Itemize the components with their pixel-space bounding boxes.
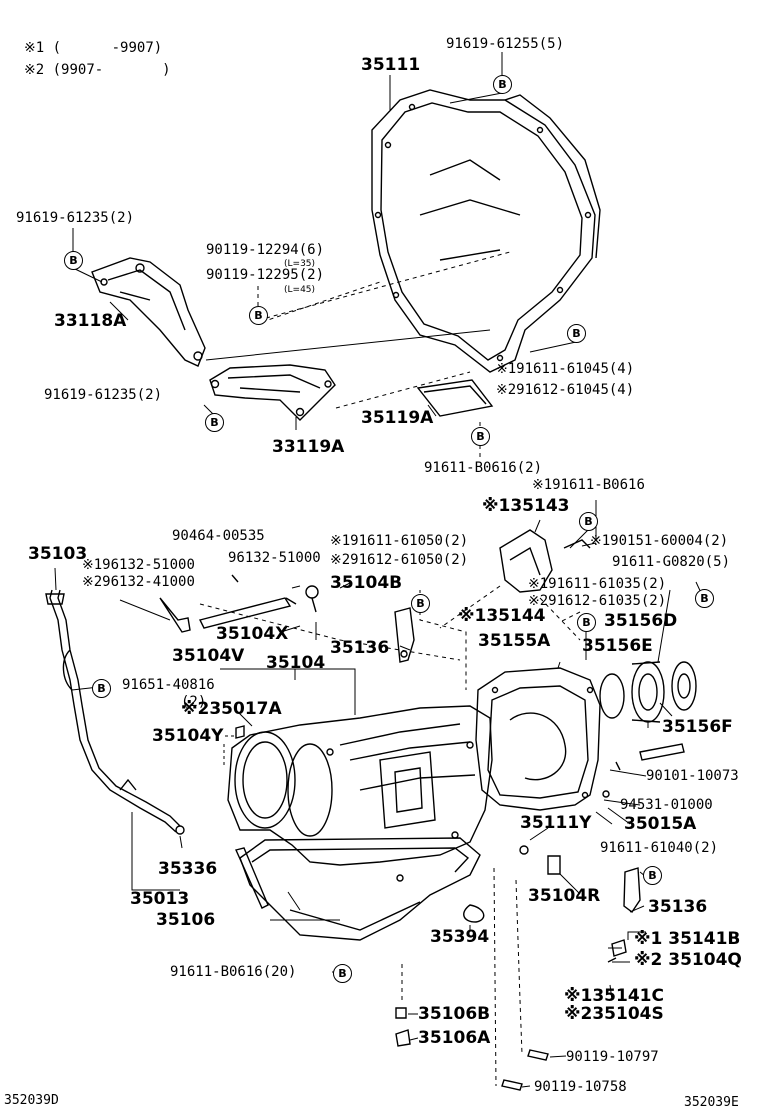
part-label: ※196132-51000 [82,557,195,573]
bolt-symbol-icon: B [64,251,83,270]
bracket-33119a-drawing [209,364,336,421]
part-label: 35106 [156,910,216,930]
part-label: ※235104S [564,1004,664,1024]
diagram-code-right: 352039E [684,1095,739,1110]
part-label: 91651-40816 [122,677,215,693]
diagram-code-left: 352039D [4,1093,59,1108]
part-label: 35156D [604,611,678,631]
part-label: ※291612-61045(4) [496,382,635,398]
length-note: (L=45) [284,285,316,295]
part-label: 35104Y [152,726,224,746]
part-label: ※191611-B0616 [532,477,645,493]
bolt-symbol-icon: B [643,866,662,885]
part-label: ※190151-60004(2) [590,533,729,549]
part-label: 35136 [330,638,390,658]
part-label: 96132-51000 [228,550,321,566]
length-note: (L=35) [284,259,316,269]
part-label: 35111Y [520,813,592,833]
part-label: 90101-10073 [646,768,739,784]
part-label: 35104V [172,646,245,666]
part-label: 35104 [266,653,326,673]
bolt-symbol-icon: B [205,413,224,432]
part-label: ※296132-41000 [82,574,195,590]
part-label: 91611-B0616(20) [170,964,297,980]
part-label: 35015A [624,814,697,834]
part-label: 35336 [158,859,218,879]
bolt-symbol-icon: B [333,964,352,983]
part-label: 91611-B0616(2) [424,460,543,476]
part-label: 90119-12295(2) [206,267,325,283]
part-label: ※135141C [564,986,664,1006]
bolt-symbol-icon: B [695,589,714,608]
part-label: 35106A [418,1028,491,1048]
bell-housing-drawing [371,89,601,373]
extension-housing-drawing [475,667,601,811]
legend-line-2: ※2 (9907- ) [24,62,171,78]
part-label: 90464-00535 [172,528,265,544]
part-label: ※191611-61045(4) [496,361,635,377]
part-label: 35103 [28,544,88,564]
part-label: 35394 [430,927,490,947]
part-label: ※235017A [181,699,282,719]
sensor-35136-top-drawing [394,607,415,663]
part-label: 33119A [272,437,345,457]
part-label: 35104R [528,886,601,906]
part-label: 35104B [330,573,403,593]
legend-mark-1: ※1 [24,40,45,56]
transmission-case-drawing [227,705,493,866]
part-label: ※191611-61050(2) [330,533,469,549]
part-label: 91611-61040(2) [600,840,719,856]
part-label: 35156F [662,717,733,737]
part-label: 90119-12294(6) [206,242,325,258]
dipstick-tube-drawing [45,589,185,835]
bolt-symbol-icon: B [493,75,512,94]
part-label: 91619-61255(5) [446,36,565,52]
part-label: ※291612-61035(2) [528,593,667,609]
leader-lines [54,52,704,1088]
rear-seal-parts-drawing [599,661,697,723]
part-label: ※191611-61035(2) [528,576,667,592]
part-label: 35155A [478,631,551,651]
part-label: 90119-10758 [534,1079,627,1095]
legend-range-2: (9907- ) [52,62,171,78]
bolt-symbol-icon: B [471,427,490,446]
part-label: 35106B [418,1004,491,1024]
part-label: 35111 [361,55,421,75]
part-label: 35104X [216,624,289,644]
part-label: ※135144 [458,606,546,626]
part-label: 33118A [54,311,127,331]
part-label: 91619-61235(2) [16,210,135,226]
part-label: 91619-61235(2) [44,387,163,403]
part-label: 35013 [130,889,190,909]
part-label: ※2 35104Q [634,950,742,970]
legend-range-1: ( -9907) [52,40,163,56]
bolt-symbol-icon: B [579,512,598,531]
legend-line-1: ※1 ( -9907) [24,40,162,56]
part-label: ※1 35141B [634,929,741,949]
part-label: 90119-10797 [566,1049,659,1065]
part-label: 91611-G0820(5) [612,554,731,570]
bolt-symbol-icon: B [567,324,586,343]
part-label: ※135143 [482,496,570,516]
plate-35119a-drawing [416,379,494,417]
bolt-symbol-icon: B [577,613,596,632]
part-label: 94531-01000 [620,797,713,813]
part-label: 35119A [361,408,434,428]
part-label: 35136 [648,897,708,917]
lower-right-hardware-drawing [235,725,685,1091]
bolt-symbol-icon: B [249,306,268,325]
qty-note: (2) [181,694,207,710]
legend-mark-2: ※2 [24,62,45,78]
bracket-33118a-drawing [91,257,206,367]
part-label: 35156E [582,636,653,656]
bolt-symbol-icon: B [411,594,430,613]
bolt-symbol-icon: B [92,679,111,698]
oil-cooler-pipes-drawing [159,574,319,633]
part-label: ※291612-61050(2) [330,552,469,568]
